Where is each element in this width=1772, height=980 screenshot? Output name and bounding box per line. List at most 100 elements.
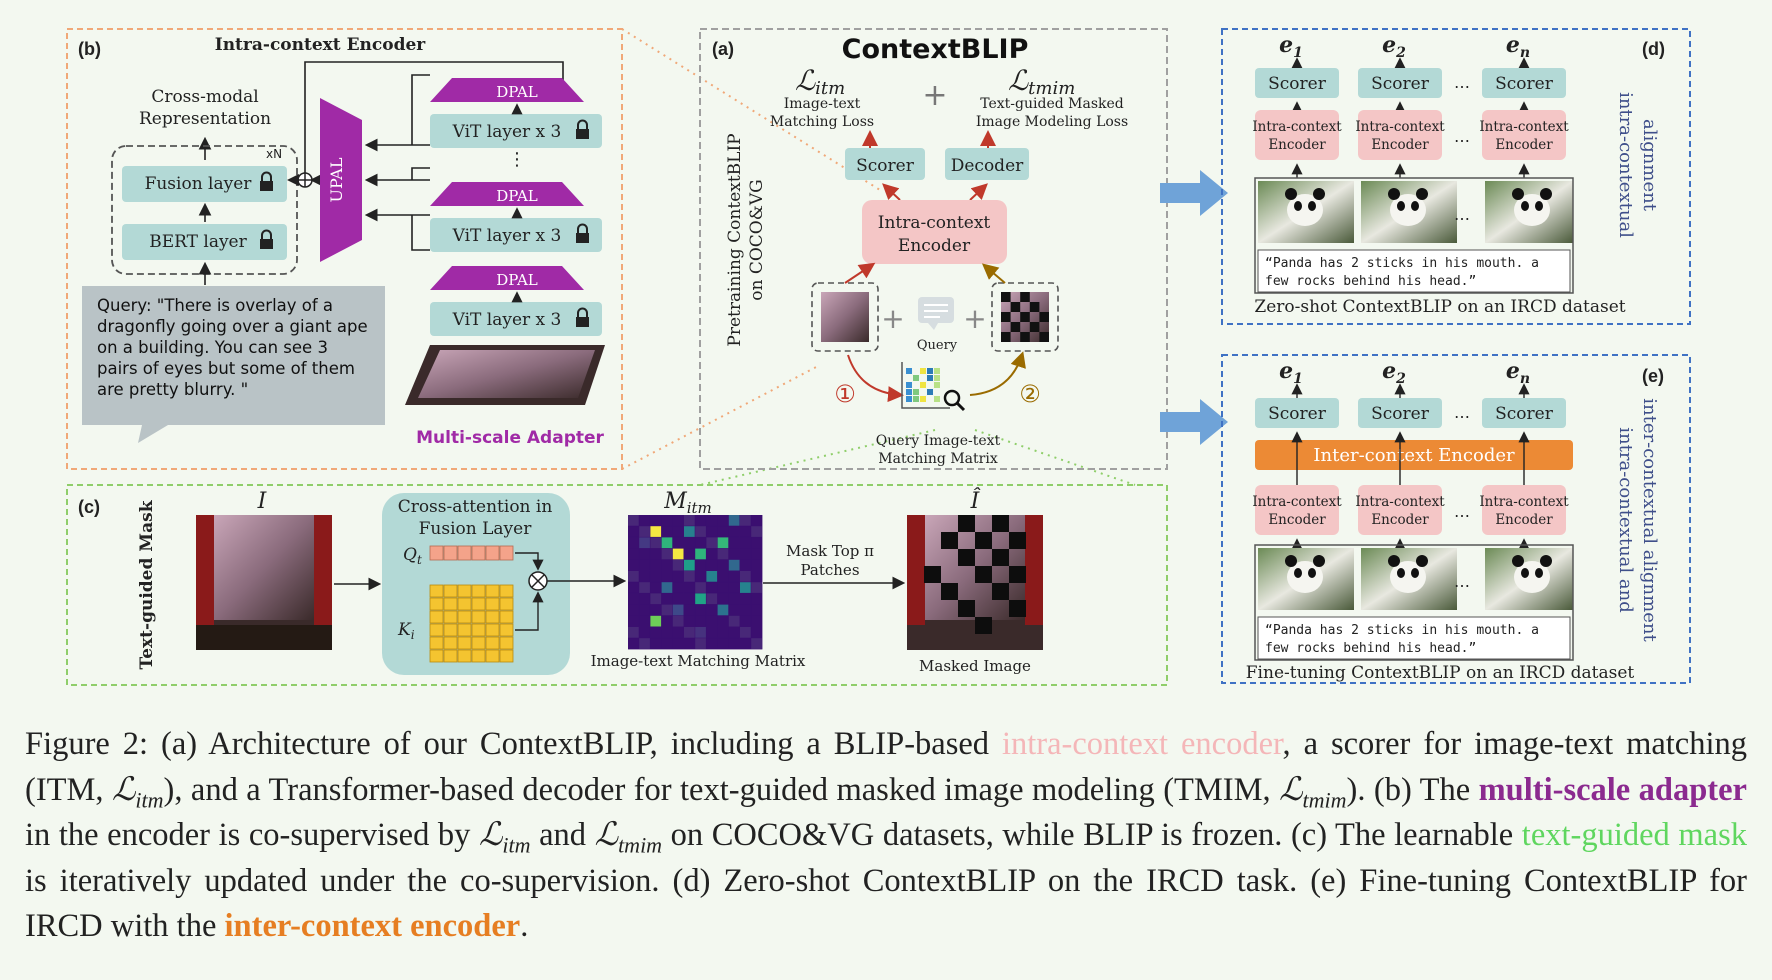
matrix-symbol: Mitm (663, 489, 712, 517)
scorer-box (845, 148, 925, 180)
intra-encoder-label: Intra-context (1252, 494, 1342, 510)
caption-math: ℒ (479, 817, 503, 853)
panel-b-title: Intra-context Encoder (215, 35, 427, 55)
panel-c: (c) Text-guided Mask I Cross-attention i… (66, 484, 1168, 686)
column-dots: … (1454, 73, 1470, 92)
scorer-label: Scorer (856, 156, 915, 176)
panel-d-border (1221, 28, 1691, 325)
panel-d: (d) intra-contextual alignment e1ScorerI… (1221, 28, 1691, 325)
intra-encoder-box (1358, 110, 1442, 160)
intra-encoder-label: Encoder (1371, 512, 1429, 528)
intra-encoder-label: Encoder (1371, 137, 1429, 153)
matching-matrix (628, 515, 763, 650)
caption-math-sub: tmim (618, 832, 663, 858)
panel-e: (e) intra-contextual and inter-contextua… (1221, 354, 1691, 684)
vit-layer-label: ViT layer x 3 (452, 226, 562, 246)
arrow-to-panel-e (1160, 399, 1228, 445)
masked-input-box (991, 282, 1059, 352)
caption-text: and (530, 817, 595, 853)
lock-icon (260, 229, 273, 249)
scorer-label: Scorer (1371, 74, 1430, 94)
upal-block (320, 98, 362, 262)
intra-encoder-box (1255, 485, 1339, 535)
vit-layer-top (430, 114, 602, 148)
panel-b-border (66, 28, 623, 470)
dpal-label: DPAL (496, 187, 538, 205)
intra-encoder-label: Intra-context (1355, 119, 1445, 135)
decoder-box (945, 148, 1029, 180)
vit-layer-label: ViT layer x 3 (452, 310, 562, 330)
query-matrix-icon (901, 362, 966, 412)
panel-b-tag: (b) (78, 39, 101, 59)
decoder-label: Decoder (951, 156, 1024, 176)
panel-d-caption-box (1257, 249, 1571, 293)
scorer-label: Scorer (1268, 404, 1327, 424)
panel-d-side-2: alignment (1639, 119, 1660, 212)
panel-d-footer: Zero-shot ContextBLIP on an IRCD dataset (1254, 297, 1625, 317)
panel-e-caption-1: “Panda has 2 sticks in his mouth. a (1265, 623, 1539, 638)
caption-math: ℒ (594, 817, 619, 853)
caption-text: is iteratively updated under the co-supe… (25, 862, 1747, 945)
repeat-label: xN (266, 147, 282, 161)
panel-c-tag: (c) (78, 497, 100, 517)
pretrain-side-label-1: Pretraining ContextBLIP (725, 133, 745, 346)
caption-highlight-inter-encoder: inter-context encoder (224, 908, 521, 944)
intra-encoder-label-2: Encoder (898, 236, 971, 256)
column-dots: … (1454, 403, 1470, 422)
query-line: pairs of eyes but some of them (97, 359, 355, 378)
caption-math-sub: itm (502, 832, 531, 858)
dpal-block-bottom (430, 266, 584, 290)
panel-d-caption-2: few rocks behind his head.” (1265, 274, 1476, 289)
caption-highlight-intra-encoder: intra-context encoder (1001, 726, 1283, 762)
masked-image-caption: Masked Image (919, 657, 1031, 675)
caption-text: ). (b) The (1346, 771, 1479, 808)
caption-text: , a scorer for image-text matching (ITM, (25, 726, 1748, 808)
adapter-label: Multi-scale Adapter (416, 428, 604, 448)
scorer-box (1255, 398, 1339, 428)
image-input-box (811, 282, 879, 352)
caption-text: Figure 2: (a) Architecture of our Contex… (25, 726, 1002, 762)
pretrain-side-label-2: on COCO&VG (747, 179, 767, 300)
loss-tmim-symbol: ℒtmim (1008, 64, 1075, 99)
scorer-box (1358, 68, 1442, 98)
intra-encoder-box (1482, 110, 1566, 160)
intra-encoder-label-1: Intra-context (878, 213, 991, 233)
key-patch-grid (429, 584, 514, 663)
embedding-label: e2 (1382, 32, 1406, 61)
panel-e-footer: Fine-tuning ContextBLIP on an IRCD datas… (1246, 663, 1635, 683)
dpal-block-mid (430, 182, 584, 206)
scorer-box (1482, 68, 1566, 98)
caption-text: on COCO&VG datasets, while BLIP is froze… (662, 817, 1522, 853)
panel-d-side-1: intra-contextual (1615, 92, 1636, 238)
loss-tmim-label-1: Text-guided Masked (980, 96, 1124, 112)
cross-attention-label-1: Cross-attention in (398, 497, 553, 517)
panel-e-border (1221, 354, 1691, 684)
masked-image (907, 515, 1043, 650)
matrix-caption: Image-text Matching Matrix (591, 652, 806, 670)
scorer-label: Scorer (1495, 404, 1554, 424)
scorer-box (1255, 68, 1339, 98)
panel-d-tag: (d) (1642, 39, 1665, 59)
masked-image-symbol: Î (970, 487, 981, 514)
vit-dots: ⋮ (508, 149, 526, 170)
upal-label: UPAL (327, 157, 346, 202)
arrow-to-panel-d (1160, 170, 1228, 216)
masked-image-thumbnail (1001, 292, 1049, 342)
inter-context-encoder-box (1255, 440, 1573, 470)
lock-icon (576, 307, 589, 327)
architecture-diagram: (b) Intra-context Encoder Cross-modal Re… (66, 28, 1691, 686)
scorer-box (1482, 398, 1566, 428)
cross-modal-label-2: Representation (139, 109, 271, 129)
vit-layer-label: ViT layer x 3 (452, 122, 562, 142)
panel-b: (b) Intra-context Encoder Cross-modal Re… (66, 28, 623, 470)
intra-encoder-box (1358, 485, 1442, 535)
loss-itm-label-2: Matching Loss (770, 114, 874, 130)
panel-e-tag: (e) (1642, 366, 1664, 386)
caption-text: in the encoder is co-supervised by (25, 817, 479, 853)
inter-context-encoder-label: Inter-context Encoder (1313, 445, 1515, 466)
bert-layer-label: BERT layer (149, 232, 247, 252)
caption-text: . (520, 908, 529, 944)
intra-encoder-label: Intra-context (1479, 119, 1569, 135)
panel-e-caption-2: few rocks behind his head.” (1265, 641, 1476, 656)
